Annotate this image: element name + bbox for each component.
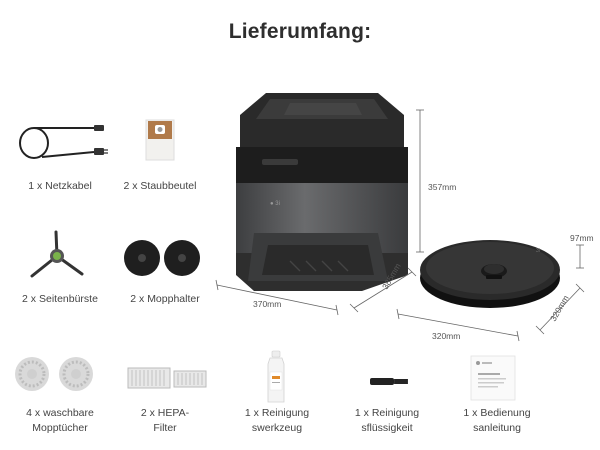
mop-cloth-label: 4 x waschbare Mopptücher: [5, 406, 115, 436]
hepa-filter-label-line1: 2 x HEPA-: [140, 407, 190, 419]
manual-label-line1: 1 x Bedienung: [463, 407, 531, 419]
dust-bag-label: 2 x Staubbeutel: [123, 180, 197, 192]
page-title: Lieferumfang:: [228, 20, 372, 43]
robot-height-label: 97mm: [570, 233, 594, 243]
cleaning-bottle-icon: [267, 350, 285, 403]
manual-label-line2: sanleitung: [473, 422, 521, 434]
station-icon: ● 3i: [236, 93, 408, 291]
station-width-label: 370mm: [253, 299, 282, 309]
mop-holder-label: 2 x Mopphalter: [130, 293, 200, 305]
svg-text:3i: 3i: [536, 248, 540, 254]
cleaning-tool-label-line2: swerkzeug: [251, 422, 303, 434]
cleaning-fluid-label: 1 x Reinigung sflüssigkeit: [332, 406, 442, 436]
hepa-filter-label-line2: Filter: [153, 422, 177, 434]
cleaning-tool-label-line1: 1 x Reinigung: [244, 407, 310, 419]
cleaning-fluid-label-line1: 1 x Reinigung: [354, 407, 420, 419]
manual-label: 1 x Bedienung sanleitung: [442, 406, 552, 436]
side-brush-label: 2 x Seitenbürste: [22, 293, 98, 305]
svg-text:● 3i: ● 3i: [270, 201, 280, 207]
station-height-label: 357mm: [428, 182, 457, 192]
hepa-filter-icon: [127, 367, 207, 389]
cleaning-fluid-label-line2: sflüssigkeit: [361, 422, 413, 434]
mop-cloth-icon: [15, 357, 93, 391]
cleaning-brush-icon: [370, 378, 408, 385]
hepa-filter-label: 2 x HEPA- Filter: [110, 406, 220, 436]
mop-cloth-label-line2: Mopptücher: [32, 422, 88, 434]
mop-holder-icon: [124, 240, 200, 276]
side-brush-icon: [30, 230, 84, 278]
power-cable-icon: [19, 125, 108, 159]
manual-icon: [470, 355, 516, 401]
dust-bag-icon: [145, 119, 175, 161]
mop-cloth-label-line1: 4 x waschbare: [26, 407, 94, 419]
robot-vacuum-icon: 3i: [420, 240, 560, 308]
cleaning-tool-label: 1 x Reinigung swerkzeug: [222, 406, 332, 436]
power-cable-label: 1 x Netzkabel: [28, 180, 92, 192]
robot-width-label: 320mm: [432, 331, 461, 341]
